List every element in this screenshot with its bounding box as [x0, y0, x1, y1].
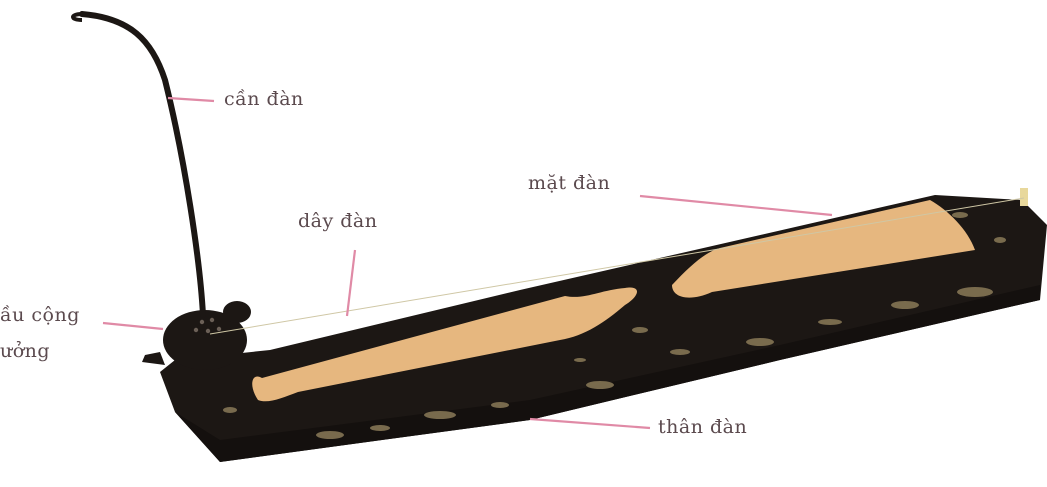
tuning-peg [1020, 188, 1028, 206]
flex-rod [82, 14, 203, 315]
leader-can-dan [168, 98, 214, 101]
label-can-dan: cần đàn [224, 88, 304, 110]
resonator-cap [223, 301, 251, 323]
label-mat-dan: mặt đàn [528, 172, 610, 194]
label-than-dan: thân đàn [658, 416, 747, 438]
leader-mat-dan [640, 196, 832, 215]
leader-than-dan [530, 419, 650, 428]
label-bau-cong-huong-line2: ưởng [0, 340, 50, 362]
leader-bau-cong-huong [103, 323, 163, 329]
resonator-tip [142, 352, 165, 365]
leader-day-dan [347, 250, 355, 316]
label-bau-cong-huong-line1: ầu cộng [0, 304, 80, 326]
flex-rod-tip [73, 14, 82, 20]
label-day-dan: dây đàn [298, 210, 378, 232]
